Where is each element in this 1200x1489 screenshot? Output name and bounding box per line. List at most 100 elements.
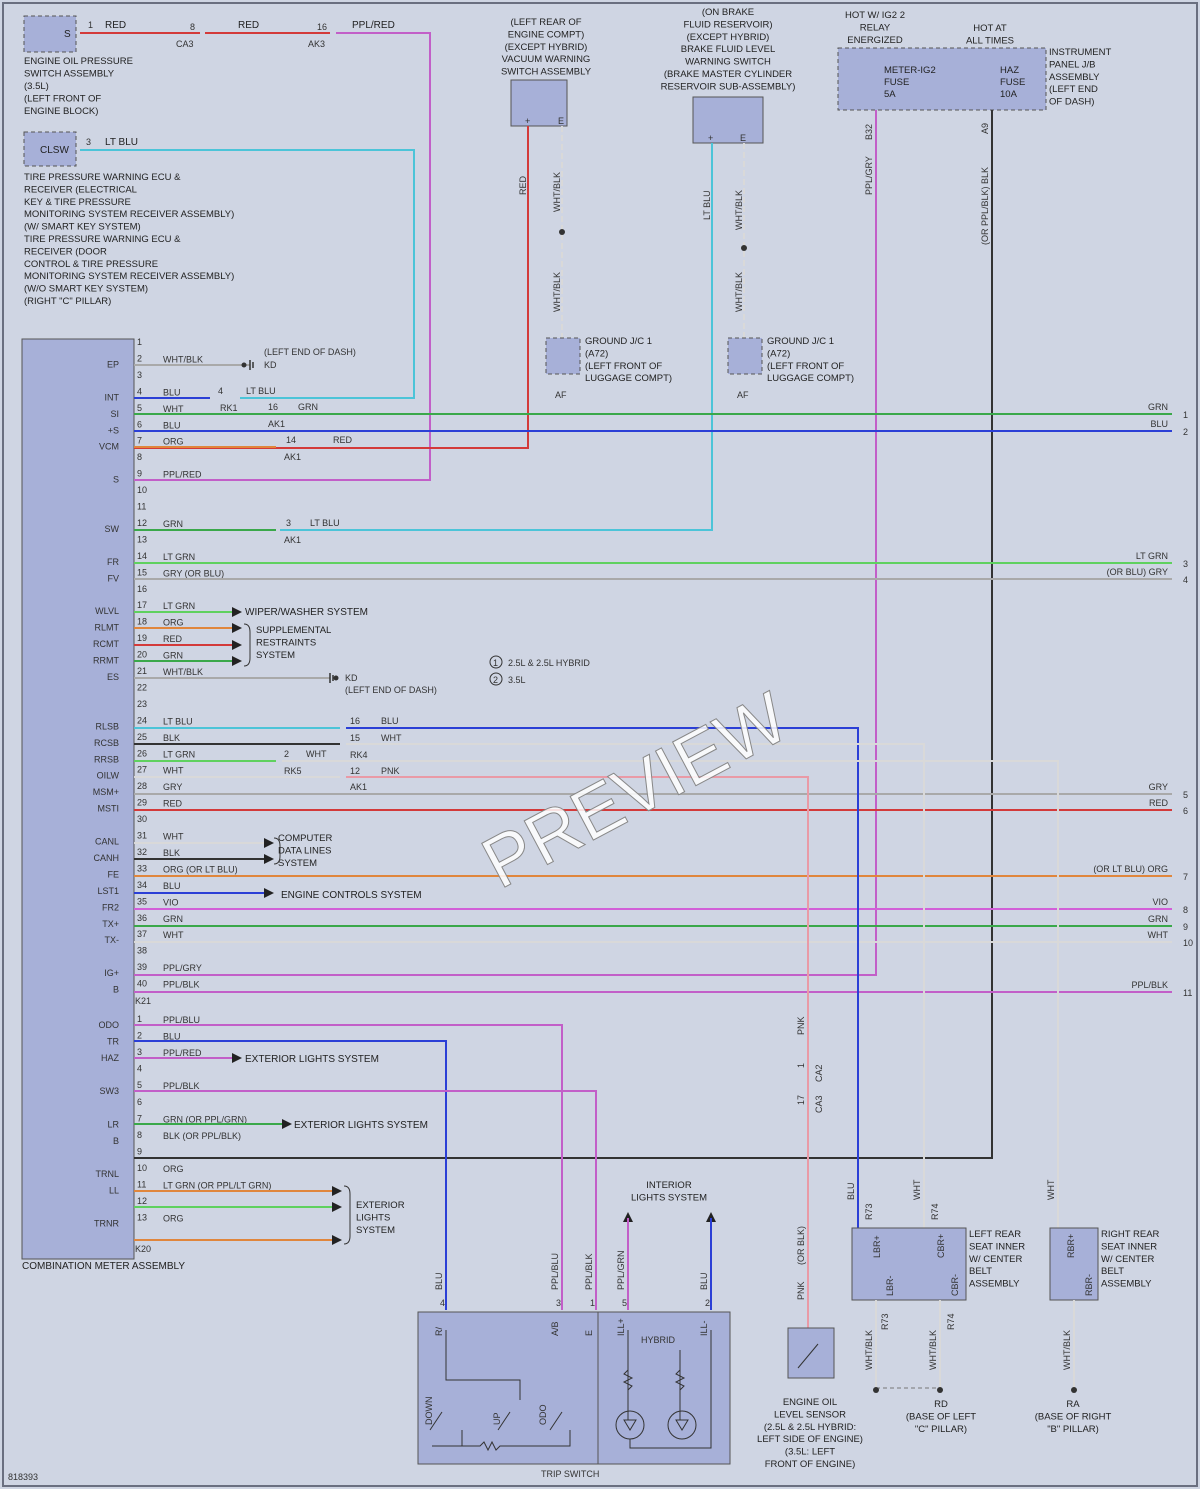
k21-signal-39: IG+ [104,968,119,978]
tpms-line: MONITORING SYSTEM RECEIVER ASSEMBLY) [24,209,234,220]
k20-wire-8: BLK (OR PPL/BLK) [163,1131,241,1141]
trip-pin-num-3: 3 [556,1298,561,1308]
oil-switch-line: SWITCH ASSEMBLY [24,69,115,80]
hot-all-line: HOT AT [973,23,1007,34]
trip-pin-num-2: 2 [705,1298,710,1308]
hot-all-line: ALL TIMES [966,36,1014,47]
vlabel-pin1: 1 [796,1063,806,1068]
wire-wht-rcsb [346,743,925,1228]
k21-signal-28: MSM+ [93,787,119,797]
wire-pplblk-sw3 [134,1090,597,1310]
left-end-dash-2: (LEFT END OF DASH) [345,685,437,695]
right-pin-7: 7 [1183,872,1188,882]
wire-label-red-2: RED [238,20,259,31]
brace-exterior [343,1185,351,1245]
k20-wire-7: GRN (OR PPL/GRN) [163,1114,247,1124]
wire-blk-b [134,110,993,1159]
k20-wire-11: LT GRN (OR PPL/LT GRN) [163,1181,271,1191]
k21-signal-14: FR [107,557,119,567]
k21-wire-6: BLU [163,420,181,430]
vlabel-ltblu: LT BLU [702,190,712,220]
k21-wire-31: WHT [163,832,184,842]
gnd-dot-2 [937,1387,943,1393]
trip-position-1: UP [492,1412,502,1425]
k21-pin-14: 14 [137,551,147,561]
k21-pin-13: 13 [137,534,147,544]
right-wire-7: (OR LT BLU) ORG [1093,864,1168,874]
gnd1-line: LUGGAGE COMPT) [585,373,672,384]
k21-pin-4: 4 [137,386,142,396]
ipjb-line: (LEFT END [1049,84,1098,95]
ipjb-line: OF DASH) [1049,97,1094,108]
right-wire-1: GRN [1148,402,1168,412]
wire-wht-rrsb [282,760,1059,1228]
ipjb-line: ASSEMBLY [1049,72,1100,83]
vlabel-whtblk-b1: WHT/BLK [864,1330,874,1370]
lr-belt-line: BELT [969,1266,992,1277]
k21-signal-9: S [113,475,119,485]
oil-switch-line: (LEFT FRONT OF [24,94,101,105]
engine-controls-label: ENGINE CONTROLS SYSTEM [281,890,422,901]
k21-pin-32: 32 [137,847,147,857]
lr-belt-line: LEFT REAR [969,1229,1021,1240]
gnd2-line: (A72) [767,348,790,359]
oil-level-line: ENGINE OIL [783,1397,837,1408]
brake-line: WARNING SWITCH [685,57,771,68]
oil-level-line: FRONT OF ENGINE) [765,1459,856,1470]
k21-wire-17: LT GRN [163,601,195,611]
wire-pplblu-odo [134,1024,563,1310]
right-pin-8: 8 [1183,905,1188,915]
conn-ak1-d: AK1 [350,782,367,792]
vlabel-orblk: (OR BLK) [796,1226,806,1265]
gnd-dot-3 [1071,1387,1077,1393]
conn-rk5: RK5 [284,766,302,776]
gnd1-line: (A72) [585,348,608,359]
k21-wire-36: GRN [163,914,183,924]
splice-brake [741,245,747,251]
trip-pin-label-3: A/B [550,1321,560,1336]
k21-pin-38: 38 [137,946,147,956]
k20-signal-10: TRNL [95,1169,119,1179]
right-pin-2: 2 [1183,427,1188,437]
conn-rk1: RK1 [220,403,238,413]
srs-line: SYSTEM [256,650,295,661]
k21-wire-40: PPL/BLK [163,980,200,990]
wire-ltblu-tpms [80,149,415,399]
fuse1-line: FUSE [884,77,909,88]
k21-signal-6: +S [108,425,119,435]
vlabel-ca3: CA3 [814,1095,824,1113]
brake-line: (ON BRAKE [702,7,754,18]
k21-signal-36: TX+ [102,919,119,929]
rd-line: "C" PILLAR) [915,1424,967,1435]
trip-pin-label-2: ILL- [699,1320,709,1336]
k21-signal-24: RLSB [95,721,119,731]
k20-pin-11: 11 [137,1180,146,1190]
k21-pin-23: 23 [137,699,147,709]
k21-wire-15: GRY (OR BLU) [163,568,224,578]
vlabel-blu-t2: BLU [699,1272,709,1290]
right-pin-4: 4 [1183,575,1188,585]
legend-text-1: 2.5L & 2.5L HYBRID [508,658,590,668]
oil-level-line: LEVEL SENSOR [774,1409,846,1420]
trip-pin-num-5: 5 [622,1298,627,1308]
brake-e: E [740,133,746,143]
k20-signal-11: LL [109,1186,119,1196]
k21-wire-29: RED [163,799,183,809]
k21-wire-18: ORG [163,618,184,628]
conn-wire-blu-16: BLU [381,716,399,726]
page-title: COMBINATION METER ASSEMBLY [22,1261,185,1272]
brake-line: (EXCEPT HYBRID) [687,32,770,43]
kd-label-1: KD [264,360,277,370]
conn-ca3: CA3 [176,39,194,49]
vlabel-whtblk-1: WHT/BLK [552,172,562,212]
left-end-dash-1: (LEFT END OF DASH) [264,347,356,357]
right-pin-9: 9 [1183,922,1188,932]
hot-ig2-line: ENERGIZED [847,35,903,46]
vlabel-pnk: PNK [796,1016,806,1035]
k20-wire-2: BLU [163,1032,181,1042]
